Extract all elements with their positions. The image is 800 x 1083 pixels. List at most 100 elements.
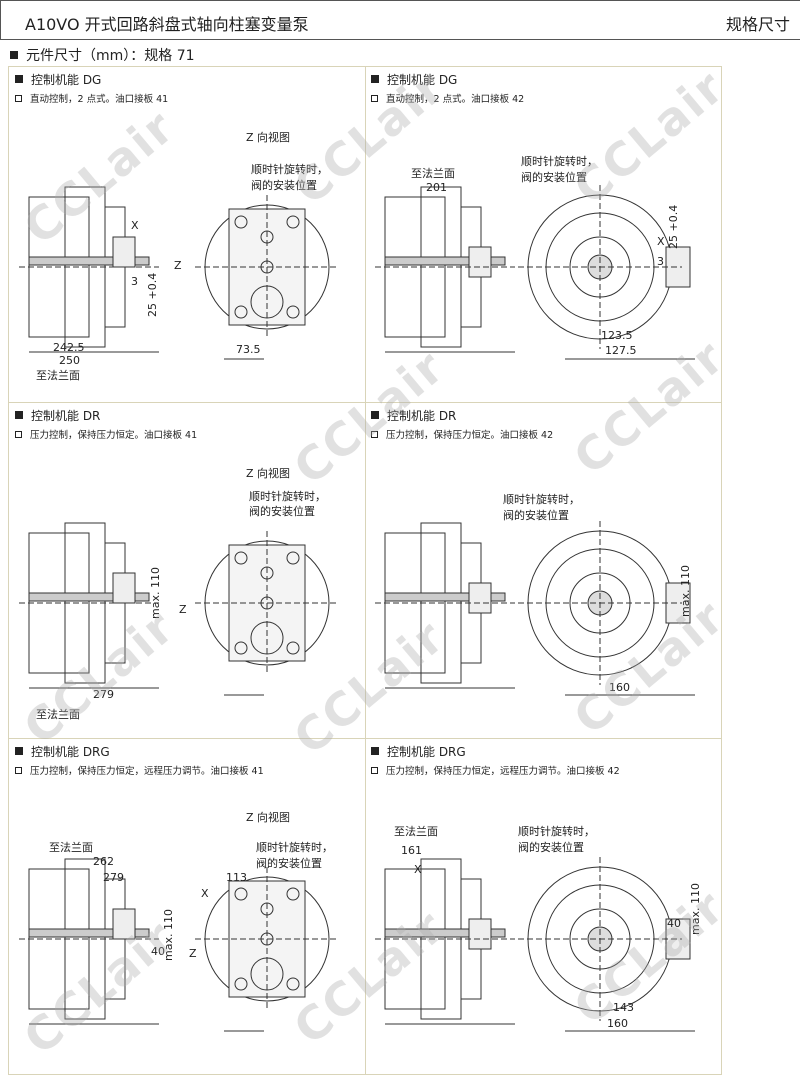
pump-outline — [375, 185, 695, 360]
panel-title-text: 控制机能 DR — [31, 409, 101, 423]
panel-title: 控制机能 DG — [371, 71, 457, 88]
dimension-label: max. 110 — [689, 883, 702, 935]
dimension-label: 242.5 — [53, 341, 85, 354]
bolt-hole — [286, 305, 300, 319]
dimension-label: 279 — [93, 688, 114, 701]
panel-title-text: 控制机能 DRG — [387, 745, 466, 759]
panel-subtitle: 直动控制，2 点式。油口接板 41 — [15, 91, 168, 105]
panel-title-text: 控制机能 DRG — [31, 745, 110, 759]
bullet-square-icon — [15, 411, 23, 419]
dimension-label: 至法兰面 — [36, 708, 80, 721]
bullet-open-square-icon — [15, 431, 22, 438]
dimension-label: 至法兰面 — [49, 841, 93, 854]
dimension-label: 143 — [613, 1001, 634, 1014]
shaft-line — [28, 256, 150, 266]
shaft-line — [384, 592, 506, 602]
technical-drawing — [375, 521, 695, 696]
bolt-hole — [234, 641, 248, 655]
dimension-label: X — [201, 887, 209, 900]
dimension-label: 127.5 — [605, 344, 637, 357]
dimension-label: 279 — [103, 871, 124, 884]
dimension-label: 25 +0.4 — [667, 204, 680, 249]
page-header: A10VO 开式回路斜盘式轴向柱塞变量泵 规格尺寸 — [0, 0, 800, 40]
dimension-label: Z — [179, 603, 187, 616]
dimension-label: 顺时针旋转时， — [256, 841, 333, 854]
bolt-hole — [286, 215, 300, 229]
dimension-label: 3 — [131, 275, 138, 288]
section-title: 元件尺寸（mm）：规格 71 — [26, 48, 195, 64]
dimension-label: Z — [189, 947, 197, 960]
dimension-label: 阀的安装位置 — [249, 505, 315, 518]
bolt-hole — [234, 887, 248, 901]
bullet-open-square-icon — [371, 95, 378, 102]
pump-outline — [375, 857, 695, 1032]
dimension-label: 40 — [667, 917, 681, 930]
pump-outline — [19, 522, 339, 696]
dimension-label: X — [131, 219, 139, 232]
panel-subtitle: 压力控制，保持压力恒定。油口接板 42 — [371, 427, 553, 441]
panel-subtitle-text: 压力控制，保持压力恒定，远程压力调节。油口接板 41 — [30, 766, 264, 777]
control-valve — [112, 236, 136, 268]
technical-drawing — [19, 858, 339, 1032]
dimension-label: X — [657, 235, 665, 248]
pump-outline — [19, 186, 339, 360]
page-title: A10VO 开式回路斜盘式轴向柱塞变量泵 — [25, 15, 309, 34]
panel-title-text: 控制机能 DR — [387, 409, 457, 423]
dimension-label: 阀的安装位置 — [521, 171, 587, 184]
panel-title: 控制机能 DR — [15, 407, 100, 424]
panel-subtitle-text: 压力控制，保持压力恒定，远程压力调节。油口接板 42 — [386, 766, 620, 777]
dimension-label: 顺时针旋转时， — [251, 163, 328, 176]
dimension-label: 250 — [59, 354, 80, 367]
panel-subtitle: 压力控制，保持压力恒定，远程压力调节。油口接板 41 — [15, 763, 264, 777]
technical-drawing — [19, 522, 339, 696]
dimension-label: 161 — [401, 844, 422, 857]
bolt-hole — [286, 551, 300, 565]
bolt-hole — [234, 305, 248, 319]
panel-subtitle: 压力控制，保持压力恒定。油口接板 41 — [15, 427, 197, 441]
panel-title: 控制机能 DG — [15, 71, 101, 88]
panel-subtitle: 压力控制，保持压力恒定，远程压力调节。油口接板 42 — [371, 763, 620, 777]
panel-title-text: 控制机能 DG — [387, 73, 458, 87]
bullet-square-icon — [15, 75, 23, 83]
bolt-hole — [234, 551, 248, 565]
dimension-label: 160 — [607, 1017, 628, 1030]
panel-title: 控制机能 DRG — [15, 743, 110, 760]
panel-subtitle: 直动控制，2 点式。油口接板 42 — [371, 91, 524, 105]
dimension-label: 至法兰面 — [411, 167, 455, 180]
bolt-hole — [286, 641, 300, 655]
bullet-open-square-icon — [15, 95, 22, 102]
dimension-label: Z 向视图 — [246, 811, 291, 824]
control-valve — [468, 918, 492, 950]
control-valve — [468, 246, 492, 278]
bullet-square-icon — [15, 747, 23, 755]
dimension-label: Z 向视图 — [246, 467, 291, 480]
bullet-square-icon — [371, 747, 379, 755]
technical-drawing — [19, 186, 339, 360]
dimension-label: 73.5 — [236, 343, 261, 356]
shaft-line — [384, 256, 506, 266]
section-heading: 元件尺寸（mm）：规格 71 — [10, 45, 195, 65]
dimension-label: 顺时针旋转时， — [249, 490, 326, 503]
valve-front — [665, 246, 691, 288]
dimension-label: 阀的安装位置 — [518, 841, 584, 854]
valve-front — [665, 582, 691, 624]
dimension-label: X — [414, 863, 422, 876]
bolt-hole — [234, 215, 248, 229]
panel-1: 控制机能 DG 直动控制，2 点式。油口接板 41 Z 向视图顺时针旋转时， 阀的安装… — [9, 67, 366, 403]
dimension-label: 40 — [151, 945, 165, 958]
dimension-label: 阀的安装位置 — [251, 179, 317, 192]
dimension-label: 顺时针旋转时， — [518, 825, 595, 838]
dimension-label: Z 向视图 — [246, 131, 291, 144]
dimension-label: 113 — [226, 871, 247, 884]
dimension-label: 顺时针旋转时， — [503, 493, 580, 506]
panel-title: 控制机能 DR — [371, 407, 456, 424]
bullet-open-square-icon — [371, 767, 378, 774]
dimension-label: 25 +0.4 — [146, 272, 159, 317]
bullet-square-icon — [10, 51, 18, 59]
dimension-label: max. 110 — [149, 567, 162, 619]
bolt-hole — [234, 977, 248, 991]
